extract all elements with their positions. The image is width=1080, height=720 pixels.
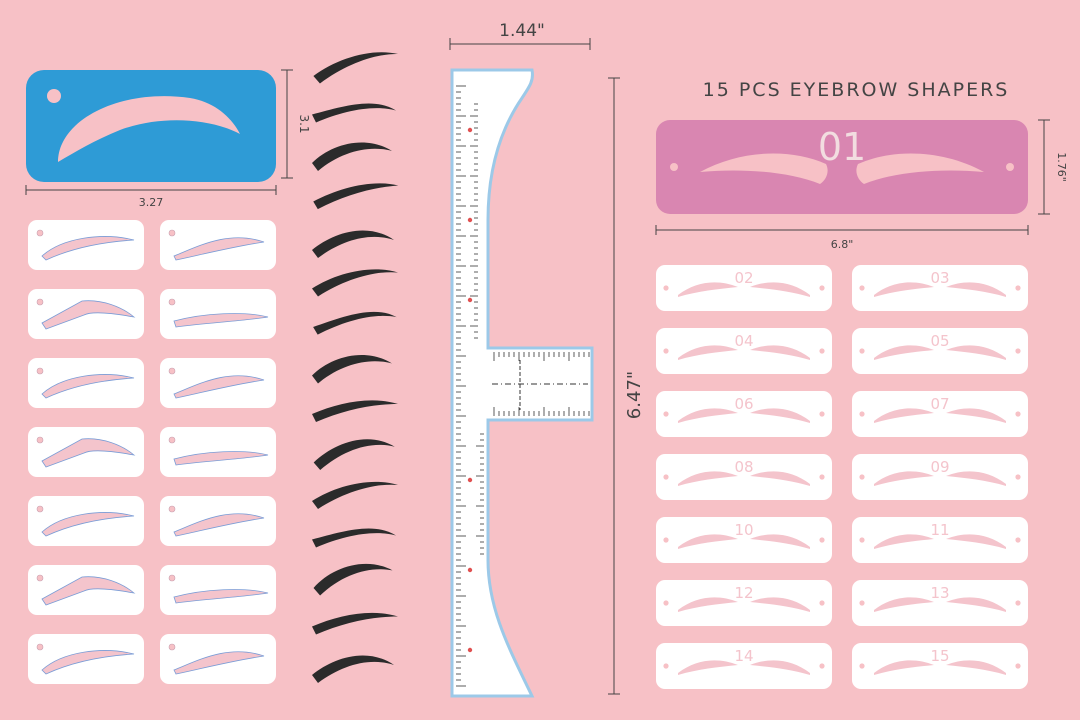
eyebrow-shape [312,655,394,683]
small-stencil [28,289,144,339]
pink-width-dimension: 6.8" [655,225,1029,251]
stencil-number: 10 [734,521,753,539]
numbered-stencil: 05 [852,328,1028,374]
stencil-number: 04 [734,332,753,350]
numbered-stencil: 07 [852,391,1028,437]
small-stencil [28,634,144,684]
small-stencil [28,427,144,477]
stencil-number: 02 [734,269,753,287]
numbered-stencil-grid: 02 03 04 05 06 07 08 09 10 11 12 13 14 15 [656,265,1028,689]
eyebrow-shape [313,52,399,84]
eyebrow-shape [312,230,394,258]
stencil-number: 15 [930,647,949,665]
product-title: 15 PCS EYEBROW SHAPERS [703,79,1010,101]
eyebrow-shape [312,103,396,123]
eyebrow-shape [312,612,398,635]
small-stencil [160,634,276,684]
eyebrow-shape-column [312,52,399,683]
blue-stencil [26,70,276,182]
pink-height-dimension: 1.76" [1038,119,1068,215]
eyebrow-shape [313,183,399,210]
numbered-stencil: 13 [852,580,1028,626]
stencil-number: 03 [930,269,949,287]
eyebrow-shape [313,311,397,335]
stencil-number: 12 [734,584,753,602]
small-stencil [160,289,276,339]
eyebrow-shape [312,400,398,422]
eyebrow-ruler [450,68,594,698]
numbered-stencil: 11 [852,517,1028,563]
small-stencil [160,358,276,408]
small-stencil-grid [28,220,276,684]
pink-stencil: 01 [656,120,1028,214]
small-stencil [28,358,144,408]
numbered-stencil: 12 [656,580,832,626]
eyebrow-shape [312,481,398,509]
stencil-number: 07 [930,395,949,413]
stencil-number: 11 [930,521,949,539]
eyebrow-shape [312,528,396,548]
blue-height-dimension: 3.1 [281,69,311,179]
numbered-stencil: 03 [852,265,1028,311]
numbered-stencil: 02 [656,265,832,311]
ruler-width-label: 1.44" [499,21,545,41]
eyebrow-shape [312,269,398,297]
ruler-scale [456,85,590,687]
eyebrow-shape [312,142,392,171]
stencil-number: 05 [930,332,949,350]
stencil-number: 14 [734,647,753,665]
small-stencil [160,220,276,270]
ruler-width-dimension: 1.44" [449,21,591,50]
numbered-stencil: 14 [656,643,832,689]
small-stencil [28,496,144,546]
numbered-stencil: 06 [656,391,832,437]
numbered-stencil: 10 [656,517,832,563]
pink-height-label: 1.76" [1055,152,1068,182]
small-stencil [160,496,276,546]
stencil-number-01: 01 [818,125,866,169]
stencil-number: 08 [734,458,753,476]
eyebrow-shape [313,563,393,596]
small-stencil [28,220,144,270]
small-stencil [28,565,144,615]
eyebrow-shape [313,439,395,471]
total-height-dimension: 6.47" [608,77,645,695]
stencil-number: 09 [930,458,949,476]
blue-width-dimension: 3.27 [25,185,277,209]
eyebrow-shape [312,354,392,384]
pink-width-label: 6.8" [831,238,854,251]
numbered-stencil: 08 [656,454,832,500]
numbered-stencil: 04 [656,328,832,374]
small-stencil [160,565,276,615]
total-height-label: 6.47" [624,371,645,419]
numbered-stencil: 15 [852,643,1028,689]
stencil-number: 06 [734,395,753,413]
blue-width-label: 3.27 [139,196,164,209]
blue-height-label: 3.1 [297,114,311,133]
small-stencil [160,427,276,477]
stencil-number: 13 [930,584,949,602]
numbered-stencil: 09 [852,454,1028,500]
